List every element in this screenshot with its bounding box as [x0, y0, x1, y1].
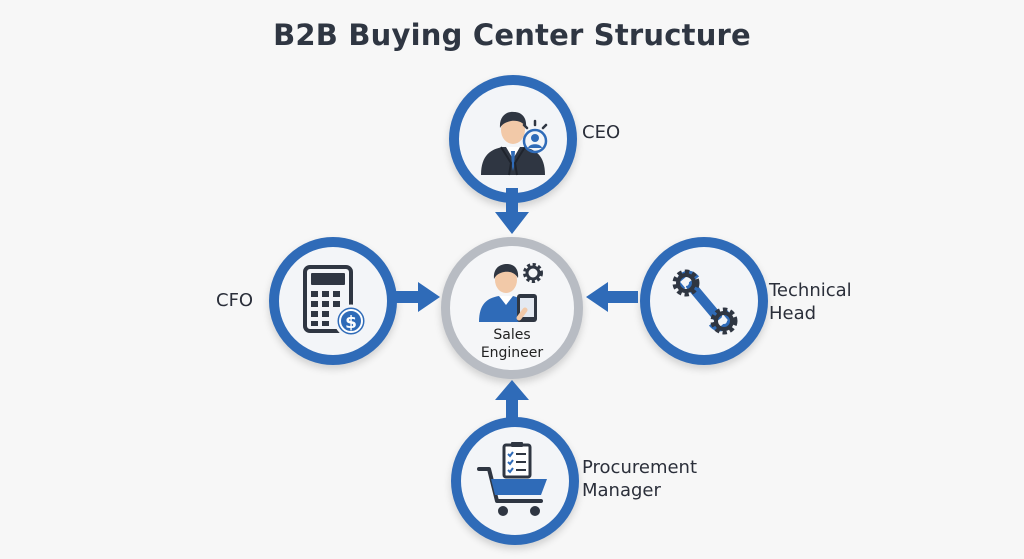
wrench-gears-icon	[672, 269, 738, 335]
cfo-label: CFO	[216, 290, 254, 311]
arrow-technical-head-to-center	[586, 282, 638, 312]
technical-head-label: Technical Head	[769, 279, 852, 325]
shopping-cart-checklist-icon	[477, 442, 547, 516]
center-label: Sales Engineer	[450, 326, 574, 362]
technical-head-node[interactable]	[640, 237, 768, 365]
ceo-node[interactable]	[449, 75, 577, 203]
center-label-line-2: Engineer	[480, 345, 544, 361]
sales-engineer-icon	[479, 263, 543, 322]
page-title: B2B Buying Center Structure	[273, 18, 751, 52]
procurement-manager-label-line-1: Procurement	[582, 457, 698, 478]
ceo-label: CEO	[582, 122, 621, 143]
svg-text:$: $	[345, 313, 357, 333]
technical-head-label-line-2: Head	[769, 303, 817, 324]
cfo-node[interactable]: $	[269, 237, 397, 365]
executive-icon	[481, 111, 548, 176]
arrow-ceo-to-center	[495, 188, 529, 234]
center-label-line-1: Sales	[493, 327, 531, 343]
sales-engineer-node[interactable]: Sales Engineer	[441, 237, 583, 379]
procurement-manager-label: Procurement Manager	[582, 456, 697, 502]
arrow-cfo-to-center	[388, 282, 440, 312]
arrow-procurement-to-center	[495, 380, 529, 420]
technical-head-label-line-1: Technical	[769, 280, 852, 301]
procurement-manager-node[interactable]	[451, 417, 579, 545]
procurement-manager-label-line-2: Manager	[582, 480, 661, 501]
calculator-dollar-icon: $	[303, 265, 368, 338]
